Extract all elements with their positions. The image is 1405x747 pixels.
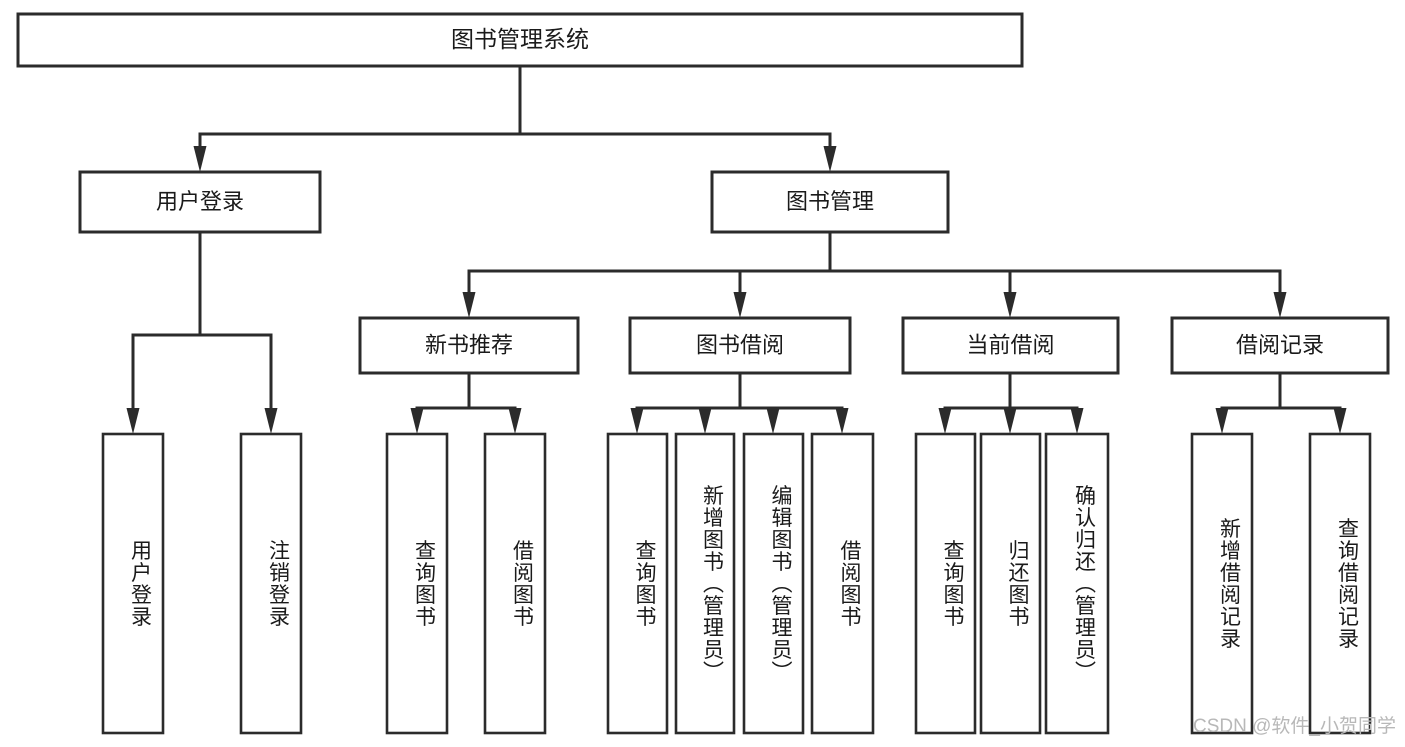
connector-edge-book-management-bus [462, 230, 1287, 318]
node-leaf-user-login[interactable]: 用户登录 [101, 432, 165, 735]
node-book-management[interactable]: 图书管理 [710, 170, 950, 234]
node-box-leaf-borrow-book[interactable] [810, 432, 875, 735]
node-label-leaf-query-book-recommend: 查询图书 [413, 540, 437, 628]
node-root[interactable]: 图书管理系统 [16, 12, 1024, 68]
node-leaf-borrow-book[interactable]: 借阅图书 [810, 432, 875, 735]
node-box-leaf-user-logout[interactable] [239, 432, 303, 735]
node-box-book-management[interactable] [710, 170, 950, 234]
node-box-current-borrow[interactable] [901, 316, 1120, 375]
connector-edge-new-book-recommend-bus [410, 371, 522, 434]
node-leaf-confirm-return-admin[interactable]: 确认归还（管理员） [1044, 432, 1110, 735]
node-label-leaf-user-login: 用户登录 [129, 540, 153, 628]
node-box-leaf-user-login[interactable] [101, 432, 165, 735]
node-box-leaf-return-book[interactable] [979, 432, 1042, 735]
node-box-user-login[interactable] [78, 170, 322, 234]
node-borrow-record[interactable]: 借阅记录 [1170, 316, 1390, 375]
node-box-book-borrow[interactable] [628, 316, 852, 375]
node-box-leaf-query-book-recommend[interactable] [385, 432, 449, 735]
node-leaf-query-book-borrow[interactable]: 查询图书 [606, 432, 669, 735]
node-box-leaf-add-book-admin[interactable] [674, 432, 736, 735]
node-box-leaf-query-book-borrow[interactable] [606, 432, 669, 735]
node-label-leaf-borrow-book: 借阅图书 [838, 540, 862, 628]
node-box-root[interactable] [16, 12, 1024, 68]
node-current-borrow[interactable]: 当前借阅 [901, 316, 1120, 375]
node-user-login[interactable]: 用户登录 [78, 170, 322, 234]
node-label-current-borrow: 当前借阅 [966, 332, 1054, 357]
connector-edge-book-borrow-bus [630, 371, 849, 434]
node-leaf-borrow-book-recommend[interactable]: 借阅图书 [483, 432, 547, 735]
connector-edge-borrow-record-bus [1215, 371, 1347, 434]
node-leaf-edit-book-admin[interactable]: 编辑图书（管理员） [742, 432, 805, 735]
node-box-leaf-query-borrow-record[interactable] [1308, 432, 1372, 735]
node-book-borrow[interactable]: 图书借阅 [628, 316, 852, 375]
node-label-leaf-query-borrow-record: 查询借阅记录 [1336, 518, 1360, 650]
connector-edge-user-login-bus [126, 230, 278, 434]
node-label-leaf-user-logout: 注销登录 [267, 540, 291, 628]
node-leaf-add-borrow-record[interactable]: 新增借阅记录 [1190, 432, 1254, 735]
watermark-label: CSDN @软件_小贺同学 [1193, 715, 1396, 737]
node-box-leaf-borrow-book-recommend[interactable] [483, 432, 547, 735]
node-label-leaf-add-borrow-record: 新增借阅记录 [1218, 518, 1242, 650]
node-box-leaf-add-borrow-record[interactable] [1190, 432, 1254, 735]
node-label-root: 图书管理系统 [451, 26, 589, 52]
connectors-layer [126, 64, 1347, 434]
node-label-leaf-query-book-current: 查询图书 [941, 540, 965, 628]
node-box-borrow-record[interactable] [1170, 316, 1390, 375]
node-label-leaf-edit-book-admin: 编辑图书（管理员） [769, 485, 793, 683]
node-label-leaf-confirm-return-admin: 确认归还（管理员） [1073, 485, 1097, 683]
node-label-leaf-add-book-admin: 新增图书（管理员） [701, 485, 725, 683]
node-label-new-book-recommend: 新书推荐 [425, 332, 513, 357]
node-leaf-add-book-admin[interactable]: 新增图书（管理员） [674, 432, 736, 735]
node-label-leaf-query-book-borrow: 查询图书 [633, 540, 657, 628]
node-label-book-borrow: 图书借阅 [696, 332, 784, 357]
node-leaf-query-borrow-record[interactable]: 查询借阅记录 [1308, 432, 1372, 735]
node-box-new-book-recommend[interactable] [358, 316, 580, 375]
connector-edge-root-bus [193, 64, 837, 172]
node-box-leaf-edit-book-admin[interactable] [742, 432, 805, 735]
node-leaf-user-logout[interactable]: 注销登录 [239, 432, 303, 735]
nodes-layer: 图书管理系统用户登录图书管理新书推荐图书借阅当前借阅借阅记录用户登录注销登录查询… [16, 12, 1390, 735]
node-box-leaf-confirm-return-admin[interactable] [1044, 432, 1110, 735]
node-label-leaf-return-book: 归还图书 [1006, 540, 1030, 628]
node-new-book-recommend[interactable]: 新书推荐 [358, 316, 580, 375]
node-label-leaf-borrow-book-recommend: 借阅图书 [511, 540, 535, 628]
connector-edge-current-borrow-bus [938, 371, 1084, 434]
node-label-user-login: 用户登录 [156, 189, 244, 214]
node-label-borrow-record: 借阅记录 [1236, 332, 1324, 357]
node-box-leaf-query-book-current[interactable] [914, 432, 977, 735]
node-leaf-return-book[interactable]: 归还图书 [979, 432, 1042, 735]
node-label-book-management: 图书管理 [786, 189, 874, 214]
node-leaf-query-book-recommend[interactable]: 查询图书 [385, 432, 449, 735]
node-leaf-query-book-current[interactable]: 查询图书 [914, 432, 977, 735]
